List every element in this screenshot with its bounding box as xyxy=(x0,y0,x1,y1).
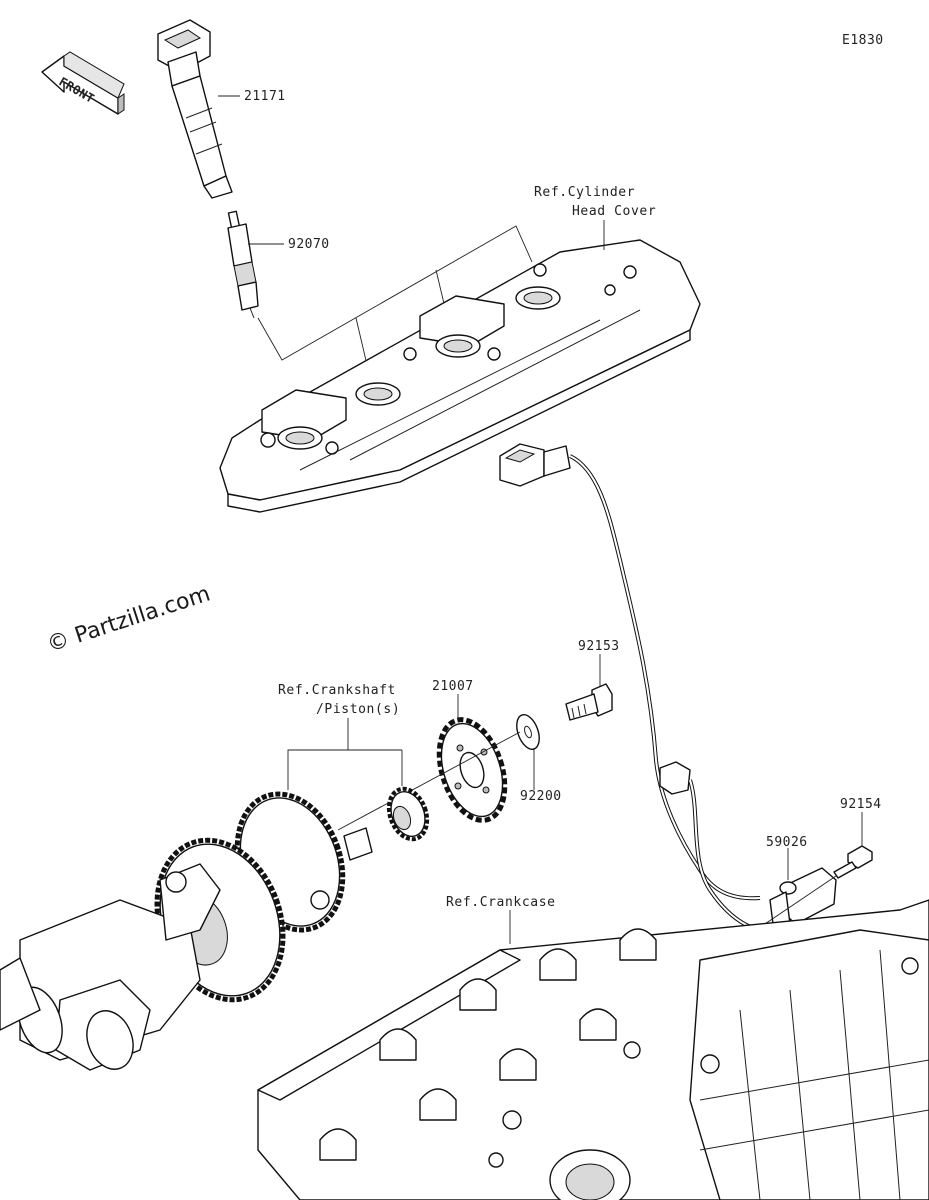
crankshaft xyxy=(0,791,373,1071)
washer[interactable] xyxy=(512,712,543,753)
watermark: © Partzilla.com xyxy=(44,581,213,657)
part-number-21171: 21171 xyxy=(244,89,286,104)
part-number-92200: 92200 xyxy=(520,789,562,804)
timing-rotor[interactable] xyxy=(427,711,516,828)
cylinder-head-cover xyxy=(219,239,701,513)
ignition-coil[interactable] xyxy=(157,19,233,199)
part-number-92154: 92154 xyxy=(840,797,882,812)
ref-crankcase: Ref.Crankcase xyxy=(446,895,556,910)
part-number-92070: 92070 xyxy=(288,237,330,252)
front-arrow-icon: FRONT xyxy=(41,51,125,115)
wire-clamp xyxy=(659,761,691,795)
spark-plug[interactable] xyxy=(227,210,259,319)
ref-cylinder-head-cover-line1: Ref.Cylinder xyxy=(534,185,635,200)
part-number-21007: 21007 xyxy=(432,679,474,694)
sensor-wire xyxy=(569,454,761,901)
part-number-59026: 59026 xyxy=(766,835,808,850)
sensor-bolt[interactable] xyxy=(833,845,873,879)
ref-crankshaft-line1: Ref.Crankshaft xyxy=(278,683,396,698)
sensor-connector[interactable] xyxy=(499,443,571,487)
crankcase xyxy=(257,899,929,1200)
part-number-92153: 92153 xyxy=(578,639,620,654)
diagram-code: E1830 xyxy=(842,33,884,48)
ref-cylinder-head-cover-line2: Head Cover xyxy=(572,204,656,219)
crank-pinion-gear xyxy=(386,786,430,842)
ref-crankshaft-line2: /Piston(s) xyxy=(316,702,400,717)
rotor-bolt[interactable] xyxy=(565,683,613,721)
